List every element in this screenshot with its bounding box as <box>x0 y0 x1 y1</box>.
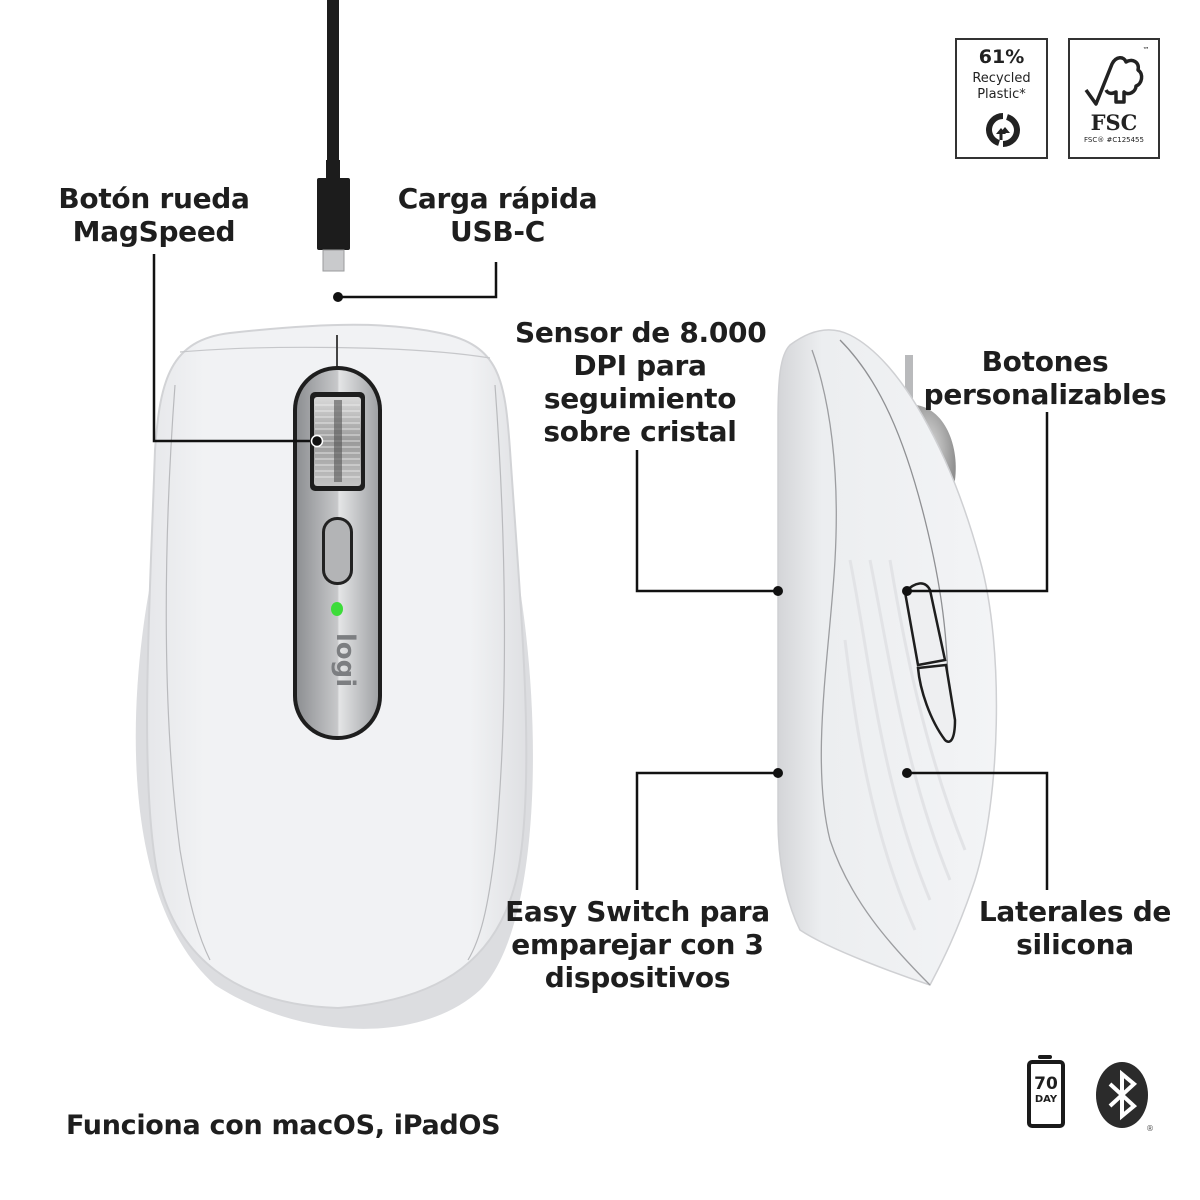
battery-icon: 70 DAY <box>1027 1060 1065 1128</box>
mouse-side-view <box>777 329 998 986</box>
callout-lines <box>152 254 1049 890</box>
recycled-line2: Plastic* <box>977 87 1026 102</box>
recycle-icon <box>985 113 1021 147</box>
bluetooth-rune-icon <box>1108 1069 1138 1121</box>
callout-easy-switch: Easy Switch para emparejar con 3 disposi… <box>505 895 770 994</box>
callout-magspeed-wheel: Botón rueda MagSpeed <box>58 182 250 248</box>
fsc-tree-check-icon <box>1084 56 1144 106</box>
callout-dots <box>310 292 912 778</box>
recycled-percent: 61% <box>978 46 1025 68</box>
battery-cap <box>1038 1055 1052 1059</box>
callout-custom-buttons: Botones personalizables <box>923 345 1167 411</box>
logi-logo: logi <box>330 633 360 687</box>
mouse-top-view: logi <box>135 323 533 1029</box>
battery-days-number: 70 <box>1034 1074 1058 1094</box>
fsc-title: FSC <box>1090 110 1138 135</box>
battery-days-unit: DAY <box>1034 1094 1058 1105</box>
callout-silicone-sides: Laterales de silicona <box>978 895 1172 961</box>
usb-c-cable <box>317 0 350 272</box>
callout-sensor-dpi: Sensor de 8.000 DPI para seguimiento sob… <box>515 316 767 448</box>
registered-mark: ® <box>1146 1124 1154 1133</box>
fsc-badge: ™ FSC FSC® #C125455 <box>1068 38 1160 159</box>
fsc-code: FSC® #C125455 <box>1084 136 1144 144</box>
callout-usb-c-charging: Carga rápida USB-C <box>397 182 598 248</box>
compatibility-text: Funciona con macOS, iPadOS <box>66 1110 501 1141</box>
recycled-plastic-badge: 61% Recycled Plastic* <box>955 38 1048 159</box>
status-led <box>331 602 343 616</box>
recycled-line1: Recycled <box>972 71 1031 86</box>
bluetooth-icon <box>1096 1062 1148 1128</box>
